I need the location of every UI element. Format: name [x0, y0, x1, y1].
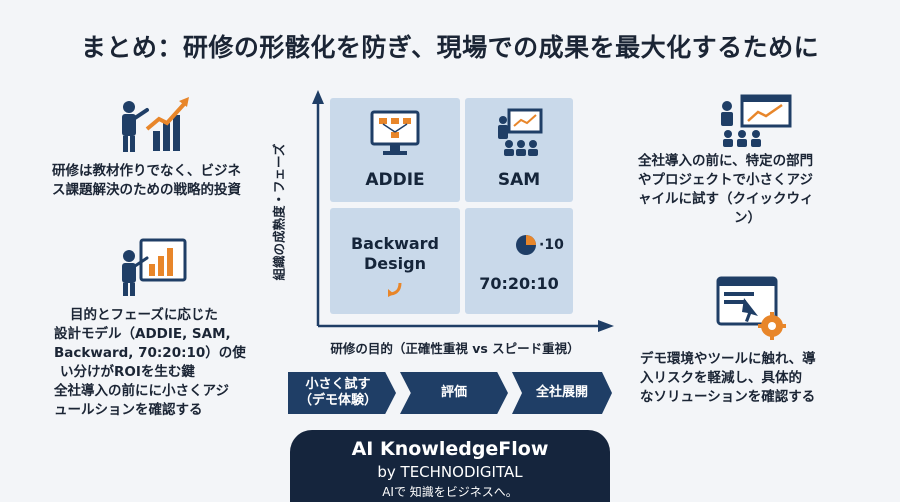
flow-step-trial: 小さく試す （デモ体験）	[288, 372, 396, 414]
cell-addie-label: ADDIE	[365, 170, 425, 190]
matrix-axes	[312, 90, 614, 332]
presenter-board-icon	[122, 238, 187, 296]
left-note-strategy: 研修は教材作りでなく、ビジネ ス課題解決のための戦略的投資	[52, 163, 241, 198]
page-title: まとめ：研修の形骸化を防ぎ、現場での成果を最大化するために	[80, 33, 820, 62]
cell-70-20-10-label: 70:20:10	[479, 274, 559, 293]
cell-backward-design: Backward Design	[330, 208, 460, 314]
footer-by: by TECHNODIGITAL	[377, 463, 523, 481]
footer-tagline: AIで 知識をビジネスへ。	[382, 485, 518, 499]
y-axis-label: 組織の成熟度・フェーズ	[271, 143, 287, 281]
cell-backward-label-2: Design	[364, 254, 426, 273]
footer-brand-panel: AI KnowledgeFlow by TECHNODIGITAL AIで 知識…	[290, 430, 610, 502]
cell-addie: ADDIE	[330, 98, 460, 202]
monitor-flow-icon	[370, 110, 420, 155]
left-note-models: 目的とフェーズに応じた 設計モデル（ADDIE, SAM, Backward, …	[54, 307, 246, 418]
return-arrow-icon	[388, 282, 402, 297]
growth-presenter-icon	[122, 97, 189, 152]
cell-70-20-10: ·10 70:20:10	[465, 208, 573, 314]
right-note-demo: デモ環境やツールに触れ、導 入リスクを軽減し、具体的 なソリューションを確認する	[640, 351, 816, 405]
cell-sam: SAM	[465, 98, 573, 202]
cell-sam-label: SAM	[497, 170, 541, 190]
teacher-audience-icon	[498, 108, 543, 156]
pie-chart-icon	[516, 235, 536, 255]
x-axis-label: 研修の目的（正確性重視 vs スピード重視）	[330, 341, 580, 356]
flow-step-rollout: 全社展開	[512, 372, 612, 414]
footer-brand: AI KnowledgeFlow	[351, 438, 549, 460]
right-note-quickwin: 全社導入の前に、特定の部門 やプロジェクトで小さくアジ ャイルに試す（クイックウ…	[638, 153, 814, 226]
flow-step-evaluate: 評価	[400, 372, 508, 414]
team-presentation-icon	[721, 94, 792, 147]
pie-icon-label: ·10	[539, 237, 564, 253]
cell-backward-label-1: Backward	[350, 234, 440, 253]
demo-screen-gear-icon	[716, 276, 786, 340]
